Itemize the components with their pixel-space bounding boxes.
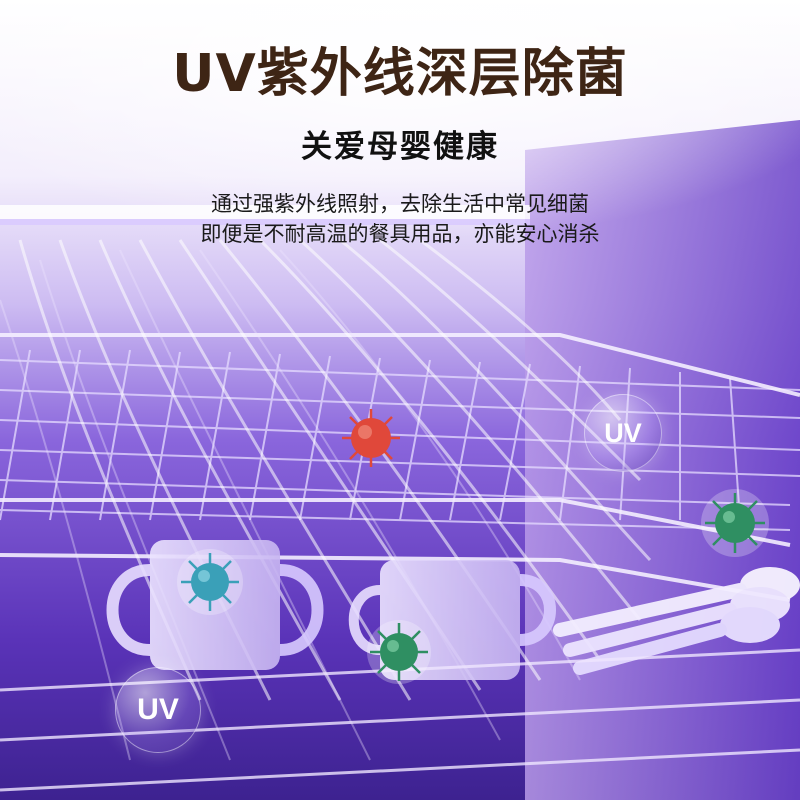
virus-icon-teal [177, 549, 243, 615]
uv-bubble-icon: UV [584, 394, 662, 472]
uv-bubble-icon: UV [115, 667, 201, 753]
subheadline: 关爱母婴健康 [301, 129, 499, 165]
description-line-2: 即便是不耐高温的餐具用品，亦能安心消杀 [200, 222, 600, 246]
virus-icon-red [342, 409, 400, 467]
virus-icon-green [701, 489, 769, 557]
virus-icon-green [367, 620, 431, 684]
headline: UV紫外线深层除菌 [172, 44, 628, 104]
description-line-1: 通过强紫外线照射，去除生活中常见细菌 [211, 192, 589, 216]
